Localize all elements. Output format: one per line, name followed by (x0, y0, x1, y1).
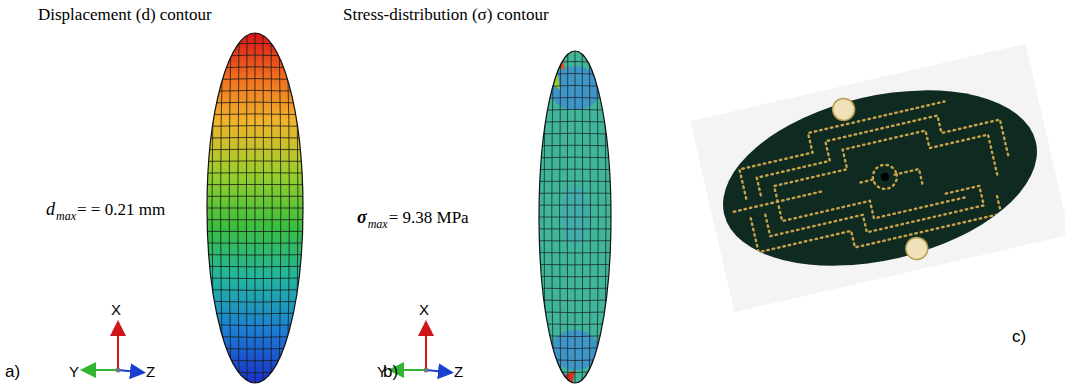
max-symbol: d (46, 200, 55, 218)
axis-label: Y (69, 364, 79, 379)
subscript: max (56, 210, 76, 222)
axis-label: X (419, 302, 429, 317)
max-symbol: σ (357, 208, 367, 226)
panel-letter: c) (1012, 328, 1026, 345)
pcb-photo (690, 44, 1065, 312)
displacement-contour (207, 33, 303, 383)
panel-letter: a) (5, 363, 20, 380)
panel-title: Stress-distribution (σ) contour (343, 6, 549, 23)
max-value: = = 0.21 mm (77, 201, 165, 218)
axis-label: X (111, 302, 121, 317)
axis-label: Z (146, 364, 155, 379)
max-value: = 9.38 MPa (389, 209, 469, 226)
axis-triad (88, 328, 138, 373)
subscript: max (368, 218, 388, 230)
axis-label: Z (454, 364, 463, 379)
axis-triad (396, 328, 446, 373)
stress-contour (539, 48, 611, 385)
panel-title: Displacement (d) contour (38, 6, 212, 23)
panel-letter: b) (383, 363, 398, 380)
